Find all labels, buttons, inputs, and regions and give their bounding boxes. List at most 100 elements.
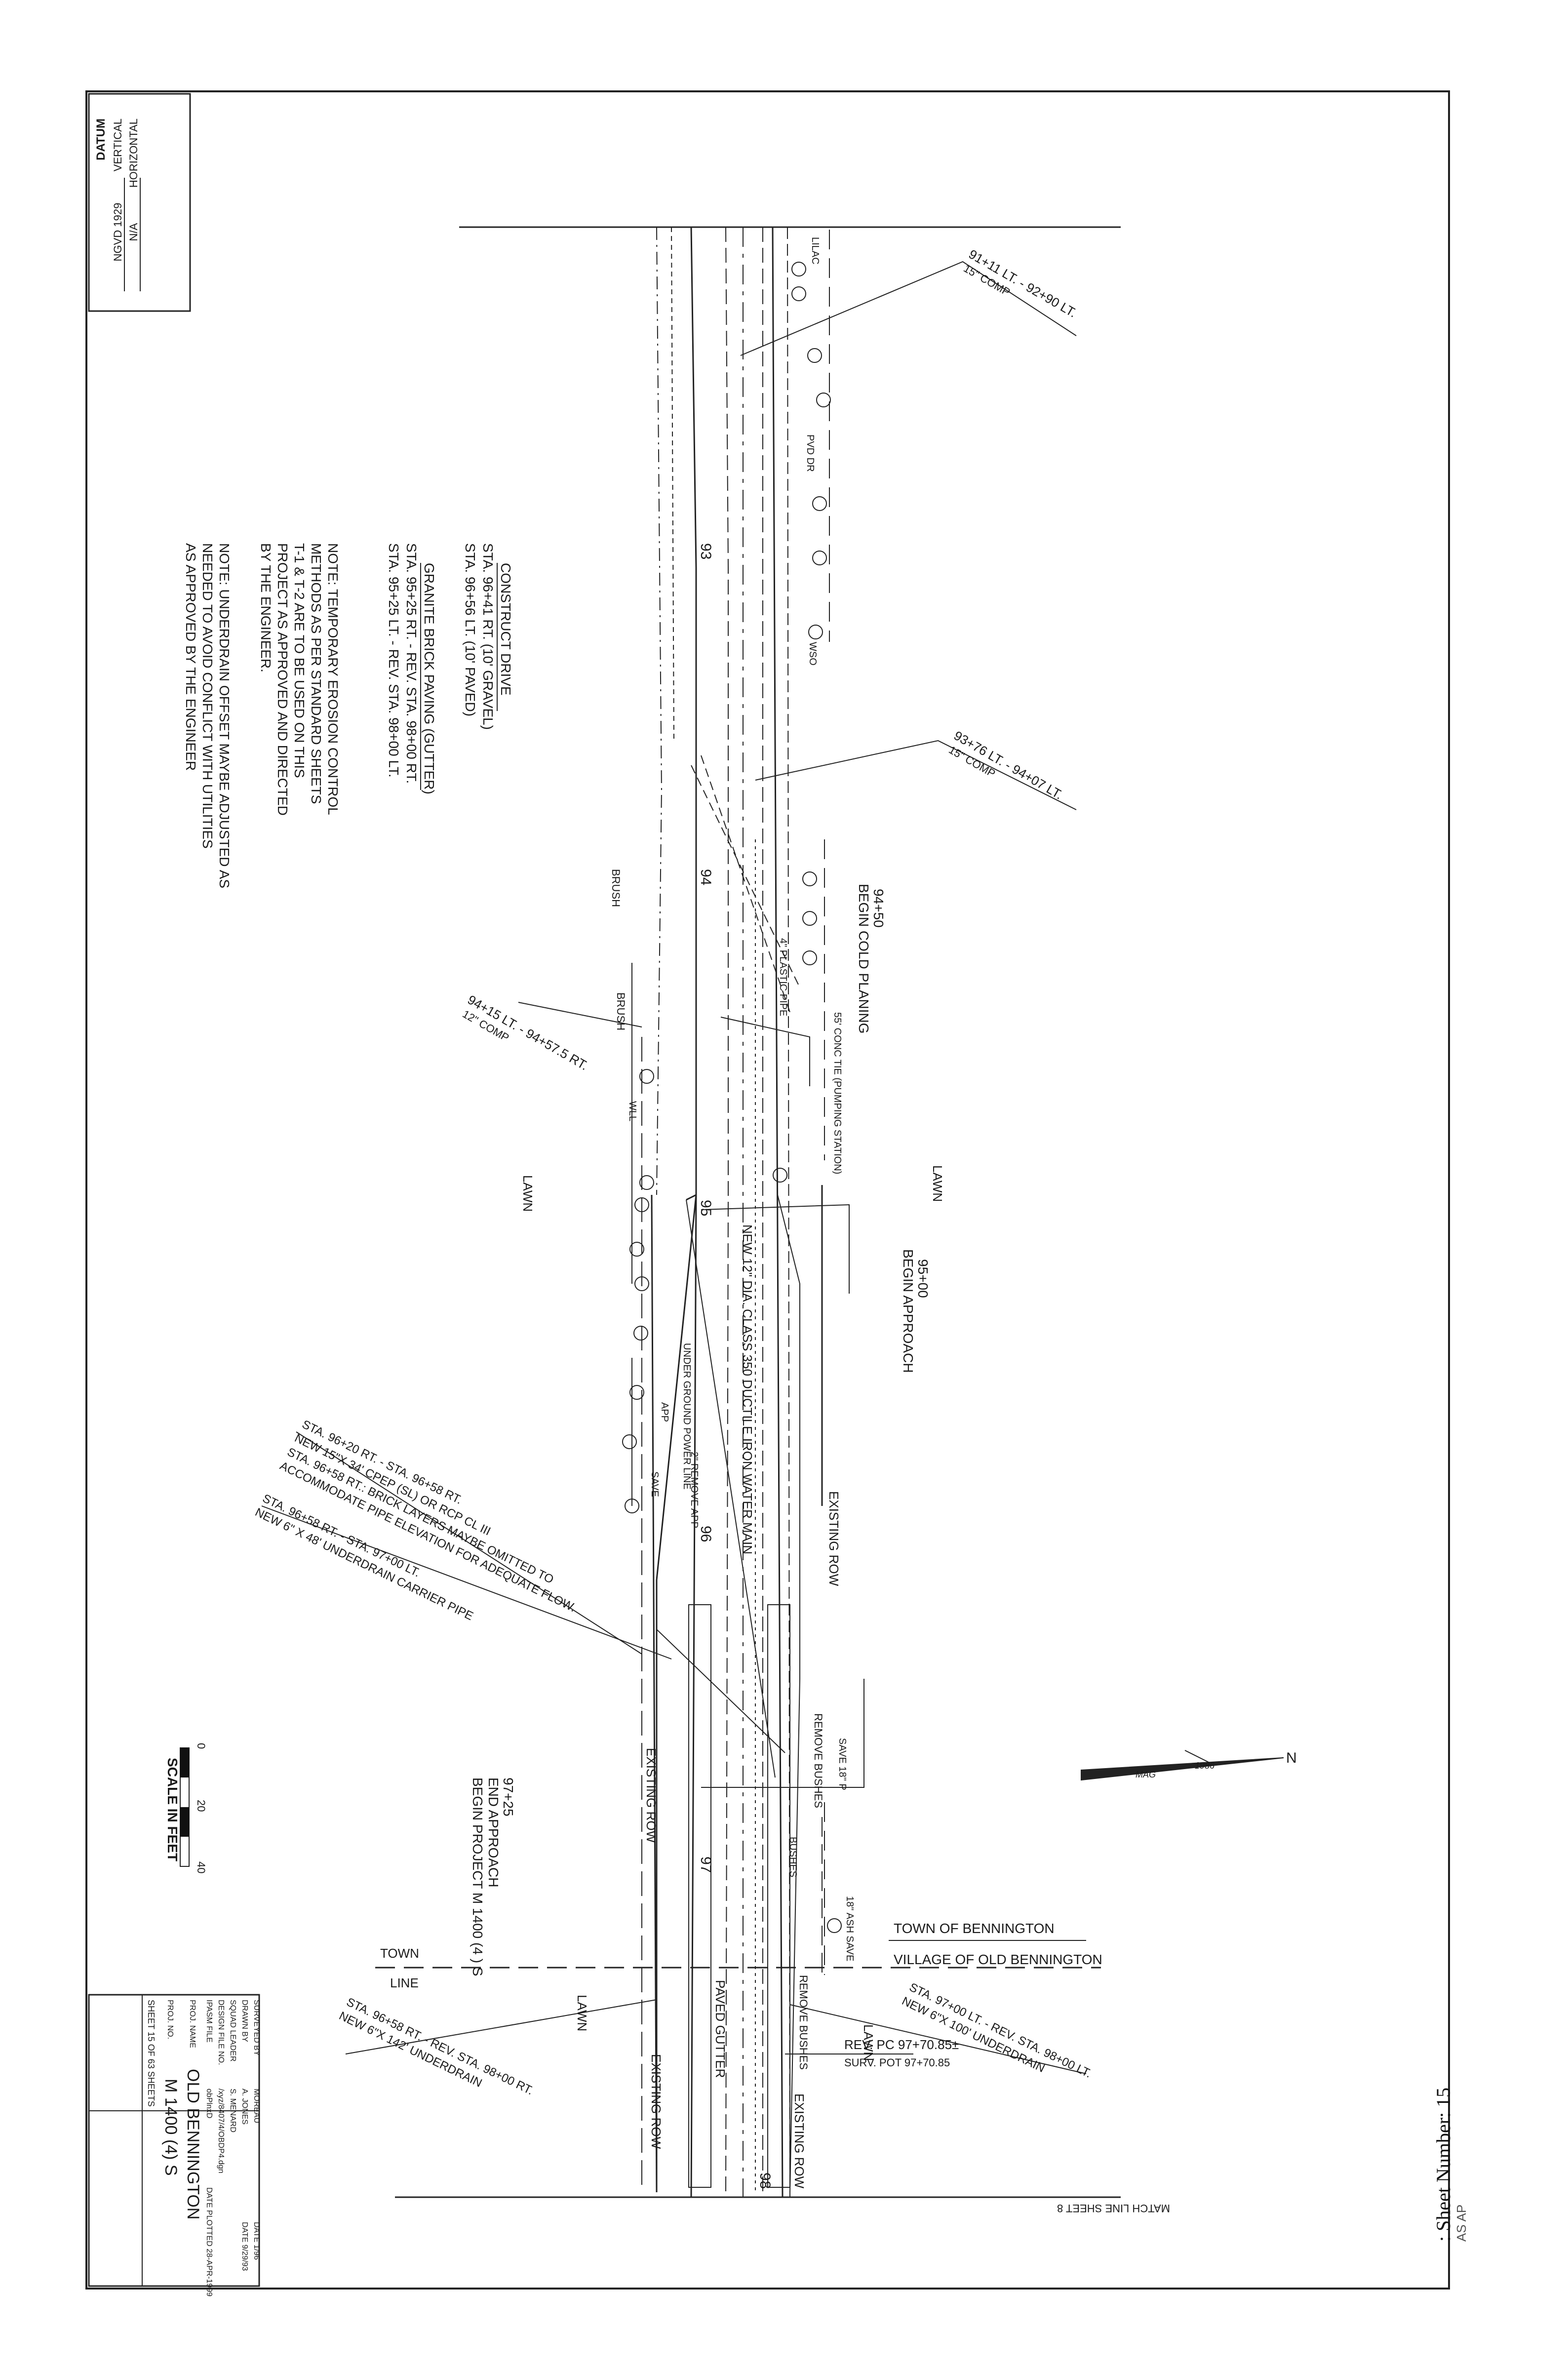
village-of: VILLAGE OF OLD BENNINGTON [894,1952,1102,1967]
tb-ipasm-val: obPlnxD [205,2089,213,2118]
end-approach-sta: 97+25 [501,1778,516,1817]
surv-pot: SURV. POT 97+70.85 [844,2056,950,2069]
scale-zero: 0 [195,1743,207,1749]
note-erosion-5: BY THE ENGINEER. [258,543,274,672]
save-18p: SAVE 18" P [837,1738,848,1790]
water-main: NEW 12" DIA. CLASS 350 DUCTILE IRON WATE… [740,1224,755,1554]
scale-bar: 0 20 40 SCALE IN FEET [165,1743,207,1873]
begin-cold: BEGIN COLD PLANING [856,884,871,1033]
title-block: SURVEYED BY MOREAU DATE 1/96 DRAWN BY A.… [88,1994,261,2296]
trees [622,262,842,1933]
note-underdrain-3: AS APPROVED BY THE ENGINEER [183,543,198,771]
lawn-3: LAWN [575,1995,589,2031]
brush-1: BRUSH [610,869,622,907]
existing-row-4: EXISTING ROW [792,2094,807,2189]
town-line-2: LINE [390,1975,419,1990]
mag-label: MAG [1136,1770,1156,1779]
station-93: 93 [698,543,714,559]
town-line-1: TOWN [380,1946,419,1961]
begin-approach: BEGIN APPROACH [901,1249,916,1373]
datum-box: DATUM VERTICAL HORIZONTAL NGVD 1929 N/A [88,93,191,312]
note-construct-drive-2: STA. 96+56 LT. (10' PAVED) [463,543,478,716]
tb-surveyed-val: MOREAU [252,2089,261,2123]
lawn-4: LAWN [861,2024,876,2061]
paved-gutter: PAVED GUTTER [713,1980,728,2078]
lawn-2: LAWN [520,1175,535,1212]
north-label: N [1286,1750,1297,1766]
rev-pc: REV. PC 97+70.85± [844,2037,959,2052]
note-granite-1: STA. 95+25 RT. - REV. STA. 98+00 RT. [404,543,419,784]
scale-forty: 40 [195,1861,207,1873]
pumping-station: 55' CONC TIE (PUMPING STATION) [832,1012,843,1174]
as-ap-label: AS AP [1454,2204,1469,2242]
tb-date-1: DATE 1/96 [252,2222,261,2260]
match-line: MATCH LINE SHEET 8 [1057,2202,1170,2214]
begin-approach-sta: 95+00 [915,1259,931,1298]
scale-label: SCALE IN FEET [165,1758,180,1861]
sheet-number-label: : Sheet Number: 15 [1432,2087,1454,2242]
mag-year: 1986 [1195,1761,1215,1771]
note-underdrain-2: NEEDED TO AVOID CONFLICT WITH UTILITIES [200,543,215,849]
station-95: 95 [698,1200,714,1216]
tree-label-app: APP [659,1402,670,1422]
station-97: 97 [698,1856,714,1873]
tb-design-file: DESIGN FILE NO. [217,2000,225,2065]
note-erosion-2: METHODS AS PER STANDARD SHEETS [309,543,324,804]
note-construct-drive: CONSTRUCT DRIVE [498,563,513,696]
tb-surveyed-by: SURVEYED BY [252,2000,261,2056]
tb-ipasm: IPASM FILE [205,2000,213,2043]
datum-title: DATUM [94,118,108,160]
note-granite-2: STA. 95+25 LT. - REV. STA. 98+00 LT. [386,543,401,778]
scale-twenty: 20 [195,1800,207,1812]
end-approach: END APPROACH [486,1778,501,1888]
tb-proj-no-val: M 1400 (4) S [161,2079,180,2176]
brush-2: BRUSH [615,992,627,1030]
tb-plotted: DATE PLOTTED 28-APR-1999 [205,2187,213,2296]
road-plan [261,226,1284,2198]
tree-label-save: SAVE [649,1471,660,1497]
tb-proj-name-val: OLD BENNINGTON [184,2069,202,2219]
datum-vertical-value: NGVD 1929 [112,203,124,262]
notes: CONSTRUCT DRIVE STA. 96+41 RT. (10' GRAV… [183,543,513,888]
remove-bushes-2: REMOVE BUSHES [797,1975,810,2070]
tree-label-wll: WLL [627,1101,638,1121]
tb-drawn-by: DRAWN BY [240,2000,249,2042]
datum-horizontal-value: N/A [127,223,140,241]
begin-project: BEGIN PROJECT M 1400 (4 ) S [470,1778,485,1976]
tb-squad-leader: SQUAD LEADER [229,2000,237,2061]
note-construct-drive-1: STA. 96+41 RT. (10' GRAVEL) [480,543,496,730]
tree-label-lilac: LILAC [810,237,821,265]
existing-row-1: EXISTING ROW [826,1491,841,1586]
existing-row-3: EXISTING ROW [649,2054,664,2149]
sheet-border [85,90,1450,2290]
tb-drawn-val: A. JONES [240,2089,249,2125]
datum-vertical-label: VERTICAL [112,118,124,171]
remove-bushes-1: REMOVE BUSHES [812,1713,824,1808]
lawn-1: LAWN [930,1165,945,1202]
tb-design-val: /xyz/8407/4/OBDP4.dgn [217,2089,225,2173]
tree-label-wso: WSO [807,642,818,666]
town-of: TOWN OF BENNINGTON [894,1921,1055,1936]
note-underdrain-1: NOTE: UNDERDRAIN OFFSET MAYBE ADJUSTED A… [217,543,232,888]
tb-date-2: DATE 9/29/93 [240,2222,249,2271]
power-line: UNDER GROUND POWER LINE [681,1343,692,1490]
plastic-pipe: 4" PLASTIC PIPE [778,938,788,1016]
underdrain-2a: STA. 96+58 RT. - REV. STA. 98+00 RT. [344,1995,535,2097]
tb-proj-no: PROJ. NO. [166,2000,174,2039]
station-96: 96 [698,1526,714,1542]
station-98: 98 [757,2172,773,2189]
note-granite: GRANITE BRICK PAVING (GUTTER) [422,563,437,794]
tb-proj-name: PROJ. NAME [188,2000,196,2048]
datum-horizontal-label: HORIZONTAL [127,118,140,188]
tree-label-pvd: PVD DR [805,434,816,472]
tb-sheet: SHEET 15 OF 63 SHEETS [146,2000,156,2107]
remove-app: 2" REMOVE APP [689,1452,700,1528]
save-ash: 18" ASH SAVE [844,1896,855,1961]
note-erosion-1: NOTE: TEMPORARY EROSION CONTROL [325,543,341,815]
station-94: 94 [698,869,714,885]
plan-labels: 93 94 95 96 97 98 91+11 LT. - 92+90 LT. … [253,237,1296,2214]
begin-cold-sta: 94+50 [871,889,886,928]
note-erosion-4: PROJECT AS APPROVED AND DIRECTED [275,543,290,816]
existing-row-2: EXISTING ROW [644,1748,659,1843]
